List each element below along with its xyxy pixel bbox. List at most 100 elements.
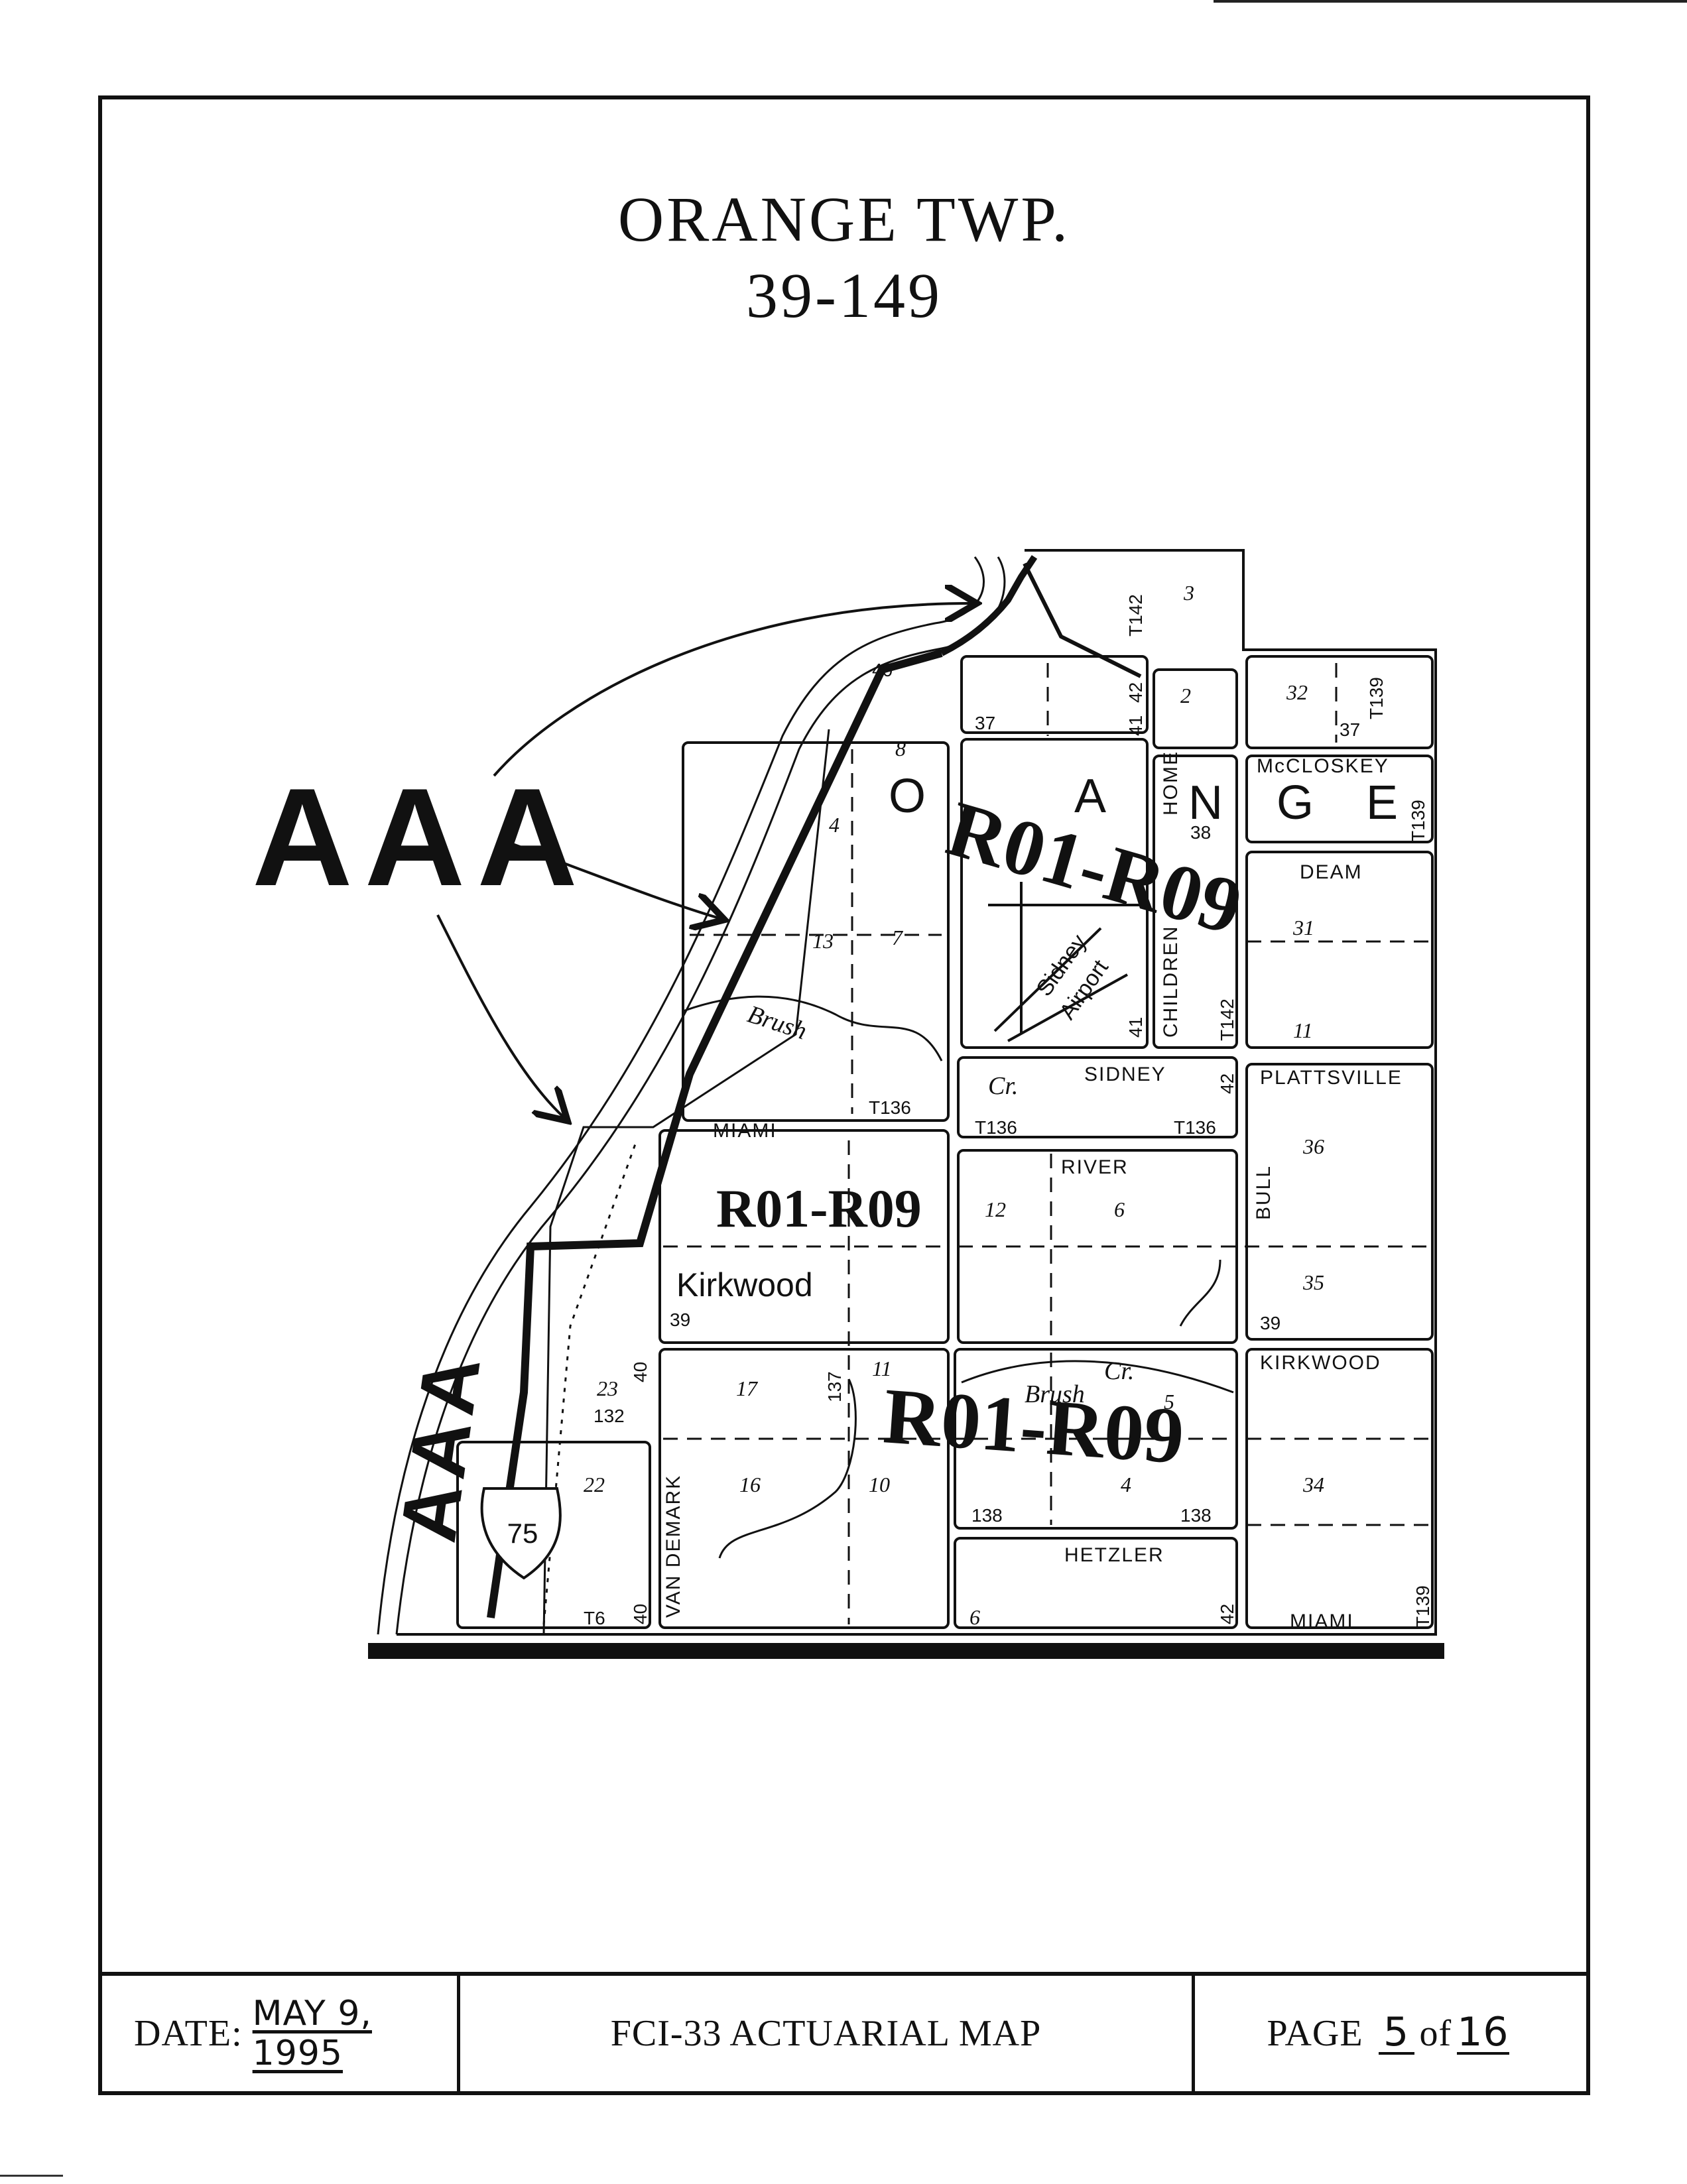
road-hetzler: HETZLER — [1064, 1544, 1164, 1566]
road-code: T136 — [975, 1117, 1017, 1138]
township-boundary — [397, 549, 1437, 1636]
section-number: 2 — [1180, 684, 1191, 707]
callout-arrows — [436, 603, 971, 1117]
road-van-demark: VAN DEMARK — [662, 1475, 684, 1618]
corner-mark — [0, 2175, 63, 2177]
road-code: T6 — [584, 1608, 605, 1628]
road-children: CHILDREN — [1160, 926, 1182, 1038]
road-codes: T142 T139 T139 T142 T136 T136 T136 T139 … — [584, 594, 1433, 1628]
creek-brush-south: Brush — [1025, 1380, 1085, 1408]
road-code: 41 — [1125, 1017, 1146, 1038]
section-lines — [663, 663, 1432, 1624]
road-code: 41 — [1125, 715, 1146, 736]
road-code: 132 — [594, 1406, 625, 1426]
road-code: 138 — [1180, 1505, 1212, 1526]
road-kirkwood: KIRKWOOD — [1260, 1352, 1381, 1374]
section-number: 31 — [1292, 916, 1314, 940]
page-subtitle: 39-149 — [746, 260, 942, 331]
creek-cr-south: Cr. — [1104, 1357, 1134, 1385]
callout-label: AAA — [252, 759, 590, 915]
zone-label-south: R01-R09 — [881, 1371, 1186, 1480]
road-deam: DEAM — [1300, 861, 1363, 883]
road-miami-west: MIAMI — [713, 1120, 777, 1142]
road-home: HOME — [1160, 751, 1182, 816]
section-number: 8 — [895, 737, 906, 760]
section-number: 6 — [1114, 1197, 1125, 1221]
road-code: T136 — [869, 1097, 911, 1118]
section-number: 16 — [739, 1473, 761, 1496]
road-code: T136 — [1174, 1117, 1216, 1138]
map-base-line — [368, 1643, 1444, 1659]
road-miami-east: MIAMI — [1290, 1610, 1354, 1632]
page-total: 16 — [1457, 2009, 1509, 2055]
road-sidney: SIDNEY — [1084, 1063, 1166, 1085]
road-code: 42 — [1125, 682, 1146, 703]
interstate-route — [487, 555, 1142, 1625]
airport-runways — [988, 882, 1141, 1042]
page-title: ORANGE TWP. — [617, 184, 1071, 255]
section-number: 4 — [1121, 1473, 1131, 1496]
page-label: PAGE — [1267, 2013, 1363, 2054]
page-cell: PAGE 5 of 16 — [1195, 1976, 1586, 2091]
road-code: 38 — [1190, 822, 1211, 843]
road-code: T139 — [1412, 1585, 1433, 1628]
creek-cr-north: Cr. — [988, 1072, 1018, 1100]
page-of: of — [1419, 2013, 1452, 2054]
callout-label-rotated: AAA — [383, 1345, 498, 1547]
section-number: 4 — [829, 813, 840, 837]
twp-letter-n: N — [1188, 776, 1223, 829]
title-block: DATE: MAY 9, 1995 FCI-33 ACTUARIAL MAP P… — [102, 1972, 1586, 2091]
creek-brush-north: Brush — [744, 1001, 810, 1046]
airport-label: Sidney Airport — [1031, 930, 1113, 1024]
road-river: RIVER — [1061, 1156, 1129, 1178]
road-code: 40 — [630, 1604, 651, 1624]
road-code: 40 — [630, 1362, 651, 1382]
road-names: McCLOSKEY DEAM SIDNEY PLATTSVILLE MIAMI … — [662, 751, 1403, 1632]
road-code: 137 — [824, 1371, 845, 1402]
interstate-shield: 75 — [480, 1487, 562, 1580]
section-number: 6 — [969, 1605, 980, 1629]
date-value: MAY 9, 1995 — [252, 1994, 372, 2073]
section-number: 36 — [1302, 1134, 1324, 1158]
road-code: 138 — [971, 1505, 1003, 1526]
road-code: 37 — [1340, 719, 1360, 740]
section-number: 23 — [597, 1376, 618, 1400]
page-current: 5 — [1378, 2012, 1414, 2055]
map-title: FCI-33 ACTUARIAL MAP — [610, 2013, 1042, 2054]
section-number: 5 — [1164, 1390, 1174, 1414]
road-code: 39 — [1260, 1313, 1281, 1333]
map-sheet-frame: ORANGE TWP. 39-149 DATE: MAY 9, 1995 FCI… — [98, 95, 1590, 2095]
section-number: 17 — [736, 1376, 759, 1400]
section-number: 35 — [1302, 1270, 1324, 1294]
township-letters: O A N G E — [889, 770, 1398, 829]
section-numbers: 3 2 32 8 4 13 7 31 11 36 12 6 35 23 17 1… — [584, 581, 1324, 1629]
road-code: 37 — [975, 713, 995, 733]
road-bull: BULL — [1253, 1165, 1275, 1220]
date-label: DATE: — [134, 2013, 243, 2054]
section-number: 11 — [872, 1357, 892, 1380]
road-code: T142 — [1217, 999, 1237, 1041]
road-code: 39 — [670, 1309, 690, 1330]
road-code: T139 — [1408, 800, 1428, 842]
section-number: 3 — [1183, 581, 1194, 605]
zone-label-center: R01-R09 — [716, 1178, 922, 1239]
top-edge-line — [1214, 0, 1687, 3]
route-shield-label: 75 — [507, 1518, 538, 1549]
section-number: 22 — [584, 1473, 605, 1496]
road-plattsville: PLATTSVILLE — [1260, 1067, 1403, 1089]
section-number: 11 — [1293, 1018, 1313, 1042]
section-number: 10 — [869, 1473, 890, 1496]
section-number: 12 — [985, 1197, 1006, 1221]
road-code: T139 — [1366, 677, 1387, 719]
section-number: 13 — [812, 929, 834, 953]
section-number: 34 — [1302, 1473, 1324, 1496]
twp-letter-o: O — [889, 770, 926, 823]
road-grid — [456, 655, 1434, 1629]
road-mccloskey: McCLOSKEY — [1257, 755, 1389, 777]
section-number: 32 — [1286, 680, 1308, 704]
date-cell: DATE: MAY 9, 1995 — [102, 1976, 460, 2091]
map-title-cell: FCI-33 ACTUARIAL MAP — [460, 1976, 1195, 2091]
road-code: 42 — [1217, 1604, 1237, 1624]
road-code: 42 — [1217, 1073, 1237, 1094]
